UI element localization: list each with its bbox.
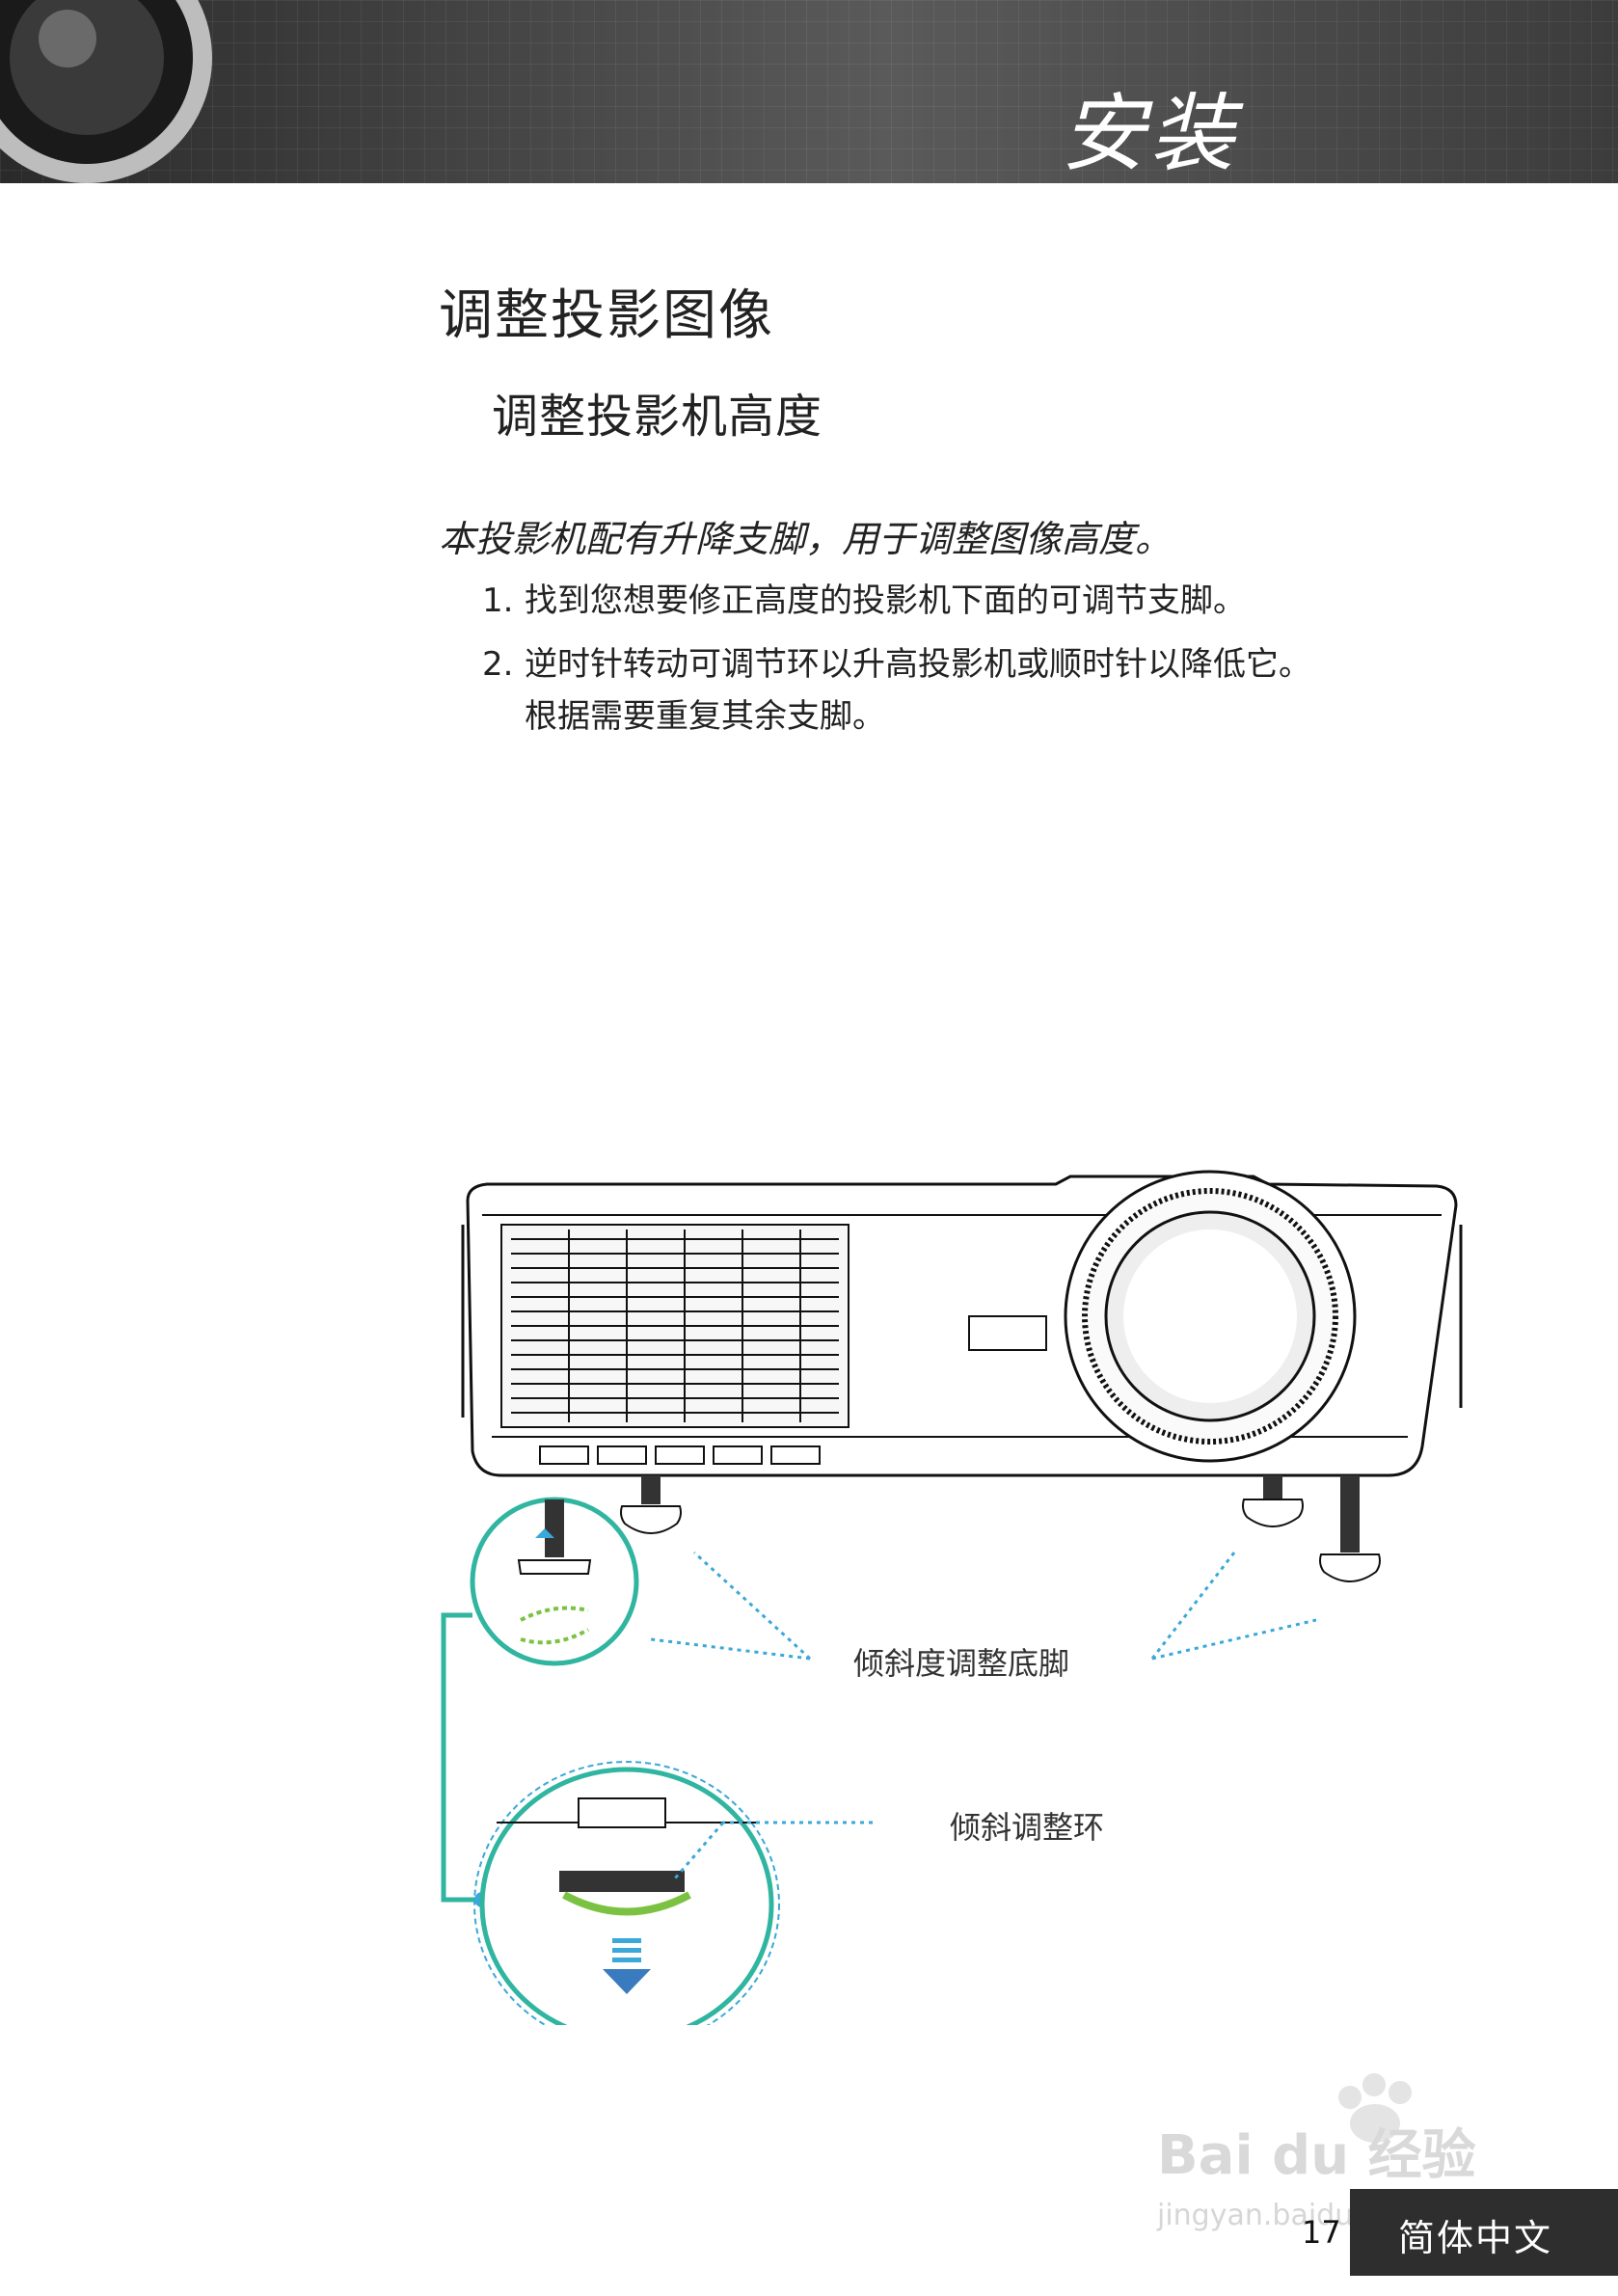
chapter-header: 安装	[0, 0, 1618, 183]
lens-decoration-icon	[0, 0, 212, 183]
callout-lines	[650, 1551, 1317, 1879]
projector-vents	[500, 1224, 849, 1428]
adjustable-feet	[620, 1475, 1381, 1582]
front-buttons	[539, 1445, 821, 1465]
step-text-continued: 根据需要重复其余支脚。	[525, 697, 885, 736]
step-text: 找到您想要修正高度的投影机下面的可调节支脚。	[525, 581, 1246, 620]
callout-tilt-ring: 倾斜调整环	[950, 1809, 1105, 1846]
page-number: 17	[1302, 2214, 1341, 2251]
page-heading: 调整投影图像	[439, 284, 774, 347]
ring-detail-ellipse	[473, 1761, 780, 2025]
baidu-watermark-icon	[1338, 2073, 1412, 2143]
projector-illustration	[441, 1170, 1463, 2025]
watermark-brand: Bai du 经验	[1157, 2124, 1476, 2187]
connector-line	[441, 1612, 477, 1903]
page-subheading: 调整投影机高度	[492, 390, 823, 444]
intro-text: 本投影机配有升降支脚，用于调整图像高度。	[439, 518, 1173, 560]
step-text: 逆时针转动可调节环以升高投影机或顺时针以降低它。	[525, 645, 1311, 684]
step-item: 1. 找到您想要修正高度的投影机下面的可调节支脚。	[482, 575, 1246, 627]
language-tab: 简体中文	[1350, 2189, 1618, 2276]
language-label: 简体中文	[1398, 2217, 1553, 2259]
step-item: 2. 逆时针转动可调节环以升高投影机或顺时针以降低它。 根据需要重复其余支脚。	[482, 638, 1311, 743]
step-number: 2.	[482, 645, 514, 684]
header-grid-pattern	[0, 0, 1618, 183]
projector-lens	[1064, 1170, 1357, 1463]
step-number: 1.	[482, 581, 514, 620]
chapter-title: 安装	[1061, 84, 1239, 183]
callout-tilt-feet: 倾斜度调整底脚	[853, 1645, 1070, 1682]
foot-detail-circle	[470, 1497, 639, 1666]
ir-sensor	[968, 1315, 1047, 1351]
